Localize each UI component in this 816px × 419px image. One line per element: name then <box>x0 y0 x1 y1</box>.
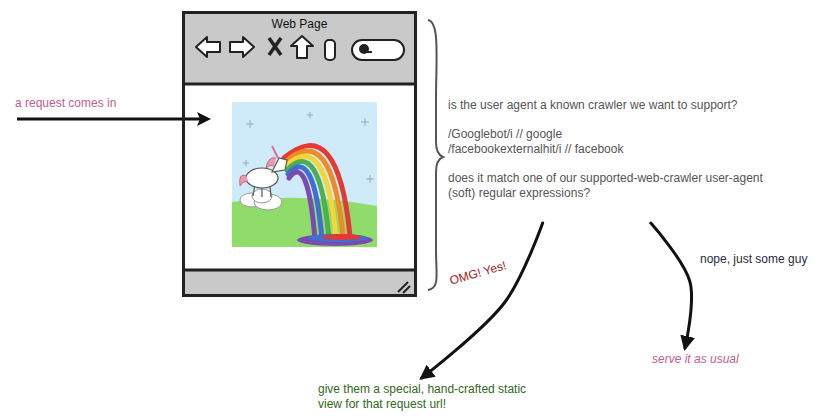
toolbar-icons <box>325 40 335 60</box>
unicorn-picture <box>272 146 278 158</box>
toolbar-icons <box>352 40 404 60</box>
unicorn-picture <box>289 172 315 240</box>
unicorn-picture <box>297 234 373 246</box>
node-text: serve it as usual <box>652 352 762 367</box>
unicorn-picture <box>266 158 276 168</box>
normal-outcome: serve it as usual <box>652 352 762 367</box>
unicorn-picture <box>366 179 374 180</box>
browser-chrome <box>182 12 416 296</box>
node-text: is the user agent a known crawler we wan… <box>448 98 786 113</box>
browser-chrome <box>182 12 416 84</box>
unicorn-picture <box>240 189 282 210</box>
unicorn-picture <box>246 124 254 125</box>
browser-chrome <box>403 286 410 293</box>
flow-arrow <box>651 223 692 348</box>
request-arrow <box>17 118 200 121</box>
toolbar-icons <box>269 38 281 55</box>
unicorn-picture <box>232 102 377 247</box>
unicorn-picture <box>243 163 249 164</box>
unicorn-picture <box>284 146 350 240</box>
toolbar-icons <box>196 36 404 60</box>
curly-brace <box>428 20 443 290</box>
toolbar-icons <box>291 36 313 58</box>
browser-chrome <box>182 12 416 296</box>
unicorn-picture <box>246 146 287 197</box>
request-label: a request comes in <box>15 96 116 111</box>
node-text: does it match one of our supported-web-c… <box>448 171 786 201</box>
browser-window: Web Page <box>182 11 417 297</box>
unicorn-picture <box>307 115 313 116</box>
unicorn-picture <box>361 122 369 123</box>
node-text: /facebookexternalhit/i // facebook <box>448 142 786 157</box>
unicorn-picture <box>270 186 271 197</box>
no-label: nope, just some guy <box>697 252 810 267</box>
toolbar-icons <box>196 37 220 57</box>
yes-label: OMG! Yes! <box>445 257 511 289</box>
browser-chrome <box>182 270 416 296</box>
node-text: /Googlebot/i // google <box>448 127 786 142</box>
unicorn-picture <box>287 162 329 239</box>
node-text: Web Page <box>185 17 414 32</box>
node-text: give them a special, hand-crafted static… <box>318 382 534 412</box>
unicorn-picture <box>308 234 368 242</box>
crawler-outcome: give them a special, hand-crafted static… <box>318 382 534 412</box>
unicorn-picture <box>240 175 248 186</box>
request-arrow <box>197 112 211 126</box>
browser-chrome <box>182 269 416 272</box>
unicorn-picture <box>288 167 322 240</box>
toolbar-icons <box>366 51 372 53</box>
flow-arrow <box>422 223 543 378</box>
browser-chrome <box>182 83 416 86</box>
unicorn-picture <box>322 234 362 240</box>
toolbar-icons <box>230 37 254 57</box>
crawler-question: is the user agent a known crawler we wan… <box>448 98 786 221</box>
toolbar-icons <box>269 38 281 55</box>
unicorn-picture <box>232 102 377 247</box>
